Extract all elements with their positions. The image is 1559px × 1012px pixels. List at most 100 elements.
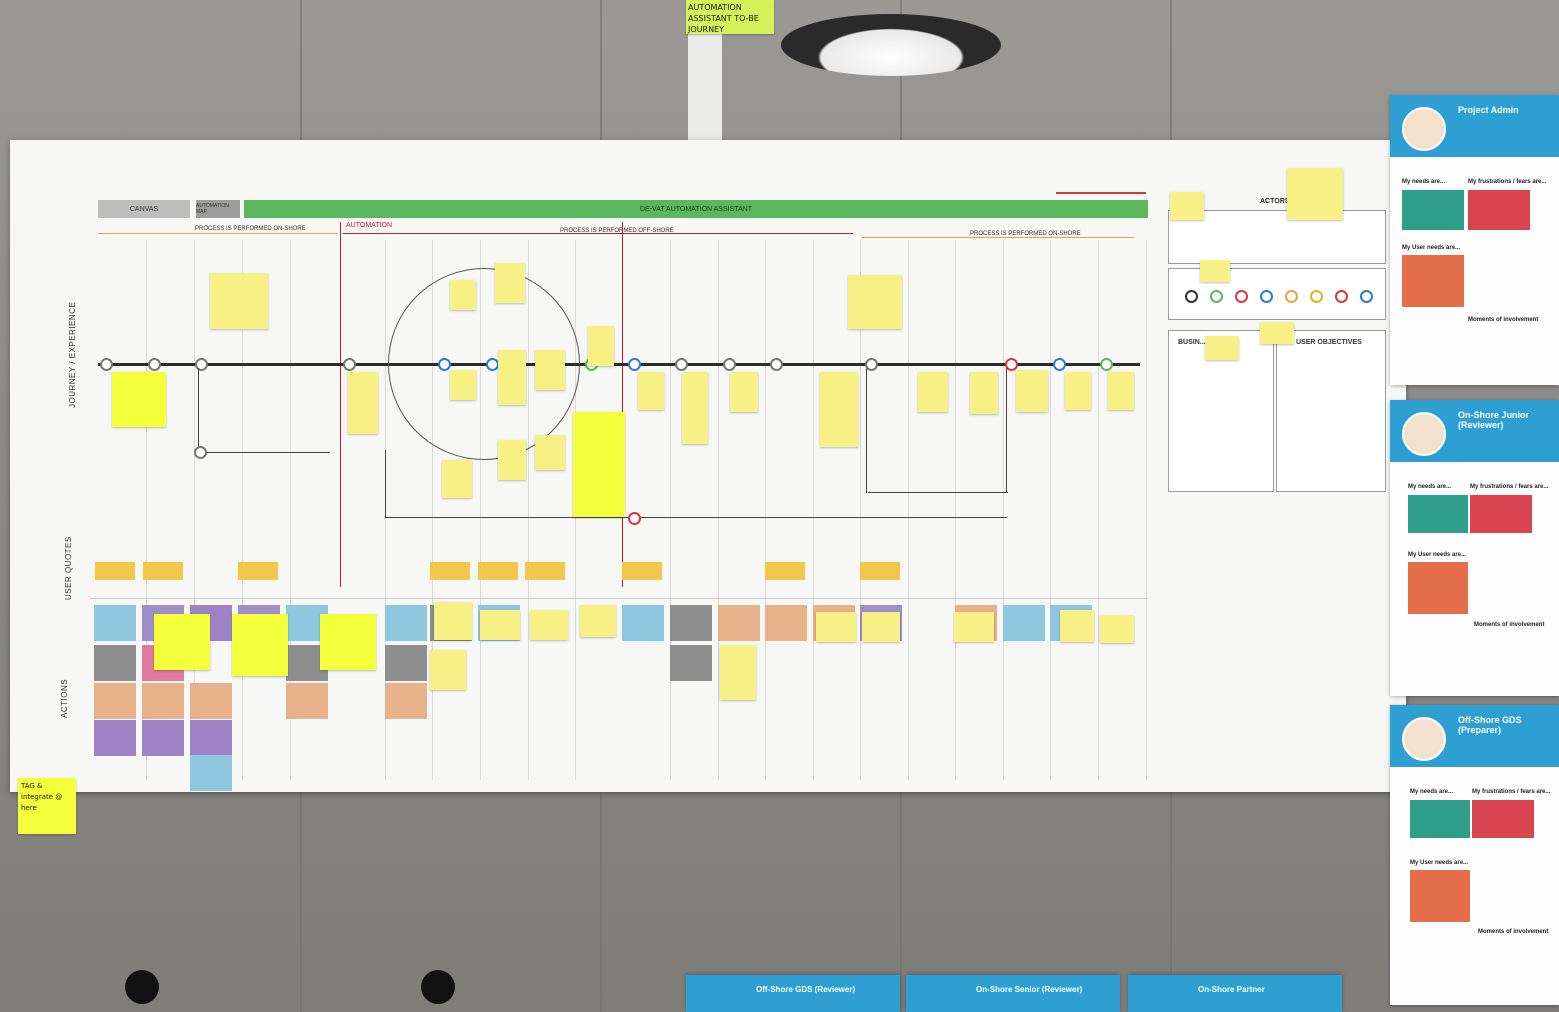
user-quote <box>525 562 565 580</box>
column-line <box>860 240 861 780</box>
sticky-note <box>430 650 466 690</box>
sticky-note <box>498 440 526 480</box>
persona-title: Project Admin <box>1458 105 1519 115</box>
sticky-note <box>1016 370 1048 412</box>
automation-marker: AUTOMATION <box>346 222 393 229</box>
sticky-note <box>970 372 998 414</box>
legend-icon <box>1235 290 1248 303</box>
sticky-note <box>1287 168 1343 220</box>
persona-label: My User needs are... <box>1408 552 1467 558</box>
sticky-note <box>730 372 758 412</box>
persona-label: My needs are... <box>1402 179 1446 185</box>
timeline-node <box>343 358 356 371</box>
action-card <box>94 605 136 641</box>
persona-label: Moments of involvement <box>1478 929 1549 935</box>
action-card <box>142 683 184 719</box>
action-card <box>385 683 427 719</box>
sticky-note <box>112 372 166 427</box>
persona-label: My frustrations / fears are... <box>1470 484 1549 490</box>
sticky-note <box>638 372 664 410</box>
persona-label: My needs are... <box>1410 789 1454 795</box>
persona-label: My needs are... <box>1408 484 1452 490</box>
column-line <box>813 240 814 780</box>
phase-label: PROCESS IS PERFORMED OFF-SHORE <box>560 228 674 234</box>
action-card <box>1003 605 1045 641</box>
persona-header <box>1128 975 1342 1012</box>
sticky-note <box>1100 615 1134 643</box>
sticky-note <box>232 614 288 676</box>
action-card <box>765 605 807 641</box>
column-line <box>908 240 909 780</box>
column-line <box>765 240 766 780</box>
ceiling-lamp <box>781 14 1001 76</box>
persona-label: My User needs are... <box>1410 860 1469 866</box>
sticky-note <box>154 614 210 670</box>
sticky-note <box>530 610 568 640</box>
actors-panel <box>1168 210 1386 264</box>
user-needs-block <box>1408 562 1468 614</box>
legend-icon <box>1185 290 1198 303</box>
sticky-note <box>1060 610 1094 642</box>
phase-line <box>862 237 1134 238</box>
persona-card-project-admin: Project Admin My needs are... My frustra… <box>1390 95 1559 385</box>
column-line <box>480 240 481 780</box>
journey-timeline <box>98 363 1140 366</box>
sticky-note <box>450 280 476 310</box>
user-objectives-panel <box>1276 330 1386 492</box>
persona-card-on-shore-senior: On-Shore Senior (Reviewer) <box>906 975 1120 1012</box>
column-line <box>1050 240 1051 780</box>
column-line <box>1003 240 1004 780</box>
timeline-node <box>628 512 641 525</box>
business-objectives-title: BUSIN... ...IVES <box>1178 339 1230 346</box>
lane-journey: JOURNEY / EXPERIENCE <box>68 301 77 408</box>
lane-divider <box>90 598 1148 599</box>
user-needs-block <box>1402 255 1464 307</box>
phase-label: PROCESS IS PERFORMED ON-SHORE <box>970 231 1081 237</box>
action-card <box>190 683 232 719</box>
phase-divider <box>340 222 341 587</box>
sticky-note <box>720 645 756 700</box>
sticky-note <box>1205 336 1239 360</box>
persona-card-off-shore-gds-reviewer: Off-Shore GDS (Reviewer) <box>686 975 900 1012</box>
sticky-note <box>682 372 708 444</box>
needs-block <box>1408 495 1468 533</box>
persona-title: On-Shore Senior (Reviewer) <box>976 985 1083 994</box>
flow-line <box>198 368 199 450</box>
persona-header: On-Shore Junior (Reviewer) <box>1390 400 1559 462</box>
timeline-node <box>865 358 878 371</box>
legend-icon <box>1210 290 1223 303</box>
sticky-note <box>210 273 268 329</box>
flow-line <box>1006 368 1007 493</box>
sticky-note <box>816 612 856 642</box>
persona-card-on-shore-junior: On-Shore Junior (Reviewer) My needs are.… <box>1390 400 1559 696</box>
avatar <box>1402 412 1446 456</box>
tab-automation-assistant: DE-VAT AUTOMATION ASSISTANT <box>244 200 1148 218</box>
timeline-node <box>723 358 736 371</box>
sticky-note <box>320 614 376 670</box>
user-quote <box>95 562 135 580</box>
legend-icon <box>1310 290 1323 303</box>
sticky-note <box>1200 260 1230 282</box>
user-quote <box>765 562 805 580</box>
action-card <box>94 683 136 719</box>
column-line <box>146 240 147 780</box>
persona-title: Off-Shore GDS (Reviewer) <box>756 985 856 994</box>
sticky-note <box>1260 322 1294 344</box>
user-objectives-title: USER OBJECTIVES <box>1296 339 1362 346</box>
column-line <box>290 240 291 780</box>
fears-block <box>1468 190 1530 230</box>
lane-user-quotes: USER QUOTES <box>64 536 73 600</box>
legend-icon <box>1335 290 1348 303</box>
legend-icon <box>1360 290 1373 303</box>
persona-header: Off-Shore GDS (Preparer) <box>1390 705 1559 767</box>
header-sticky-note: AUTOMATION ASSISTANT TO-BE JOURNEY <box>686 0 774 34</box>
sticky-note <box>1108 372 1134 410</box>
flow-line <box>200 452 330 453</box>
persona-header <box>906 975 1120 1012</box>
sticky-note <box>1170 192 1204 220</box>
column-line <box>1146 240 1147 780</box>
user-quote <box>238 562 278 580</box>
automation-loop <box>388 268 580 460</box>
persona-label: Moments of involvement <box>1468 317 1539 323</box>
action-card <box>670 645 712 681</box>
